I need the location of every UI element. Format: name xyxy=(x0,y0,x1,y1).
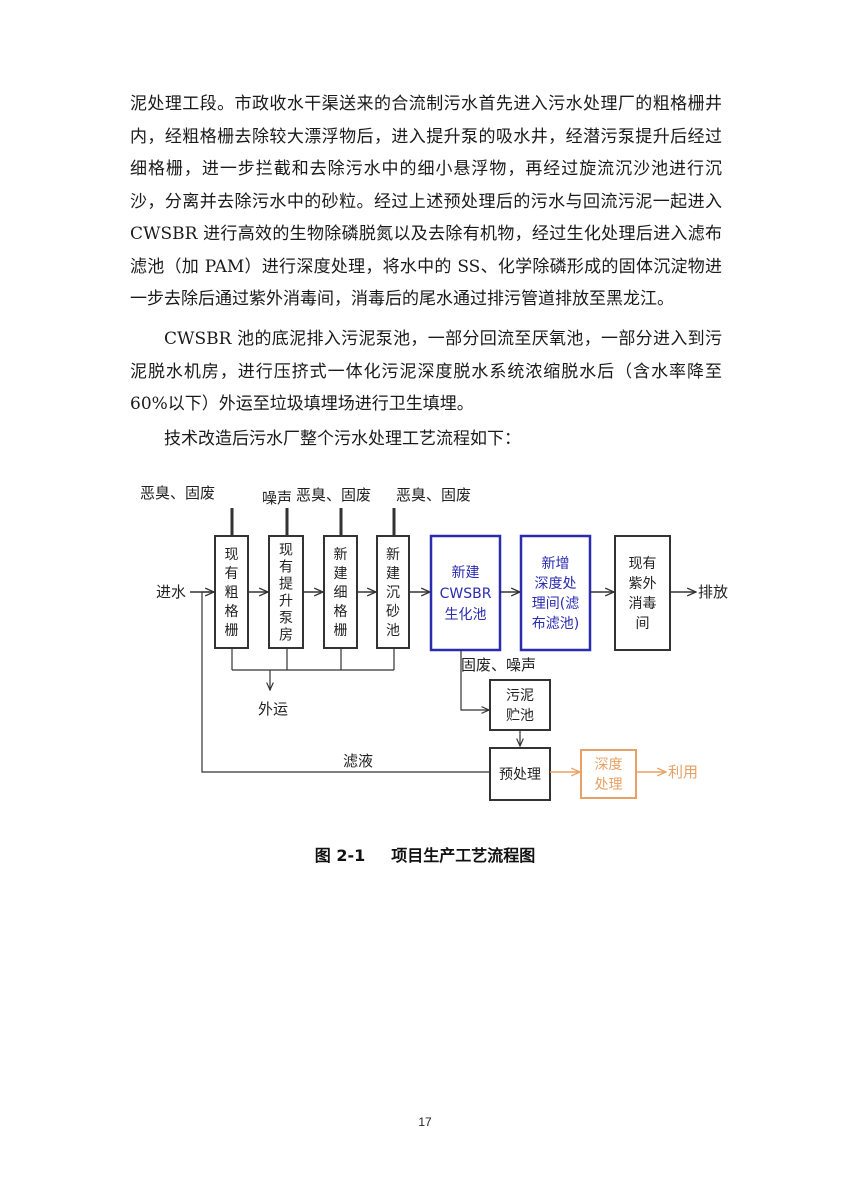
emission-label-odor-waste-2: 恶臭、固废 xyxy=(296,486,371,504)
pretreatment-label-line: 预处理 xyxy=(499,767,541,783)
lift-pump-label-line: 提 xyxy=(279,577,293,593)
sludge-tank-label-line: 污泥 xyxy=(506,688,534,704)
deep-treatment-box: 深度处理 xyxy=(580,749,637,799)
sludge-tank-label-line: 贮池 xyxy=(506,708,534,724)
advanced-treatment-label-line: 新增 xyxy=(542,556,570,572)
grit-chamber-label-line: 砂 xyxy=(386,604,400,620)
emission-stacks xyxy=(230,508,396,536)
emission-label-waste-noise: 固废、噪声 xyxy=(461,656,536,674)
fine-screen-label-line: 新 xyxy=(334,547,348,563)
figure-number: 图 2-1 xyxy=(314,846,366,865)
advanced-treatment-label-line: 理间(滤 xyxy=(532,596,579,612)
uv-disinfection-label-line: 紫外 xyxy=(629,576,657,592)
page-number: 17 xyxy=(418,1115,432,1129)
fine-screen-label-line: 细 xyxy=(334,585,348,601)
lift-pump-label-line: 有 xyxy=(279,560,293,576)
paragraph-diagram-intro: 技术改造后污水厂整个污水处理工艺流程如下： xyxy=(164,429,521,449)
paragraph-process-description: 泥处理工段。市政收水干渠送来的合流制污水首先进入污水处理厂的粗格栅井内，经粗格栅… xyxy=(130,94,722,309)
coarse-screen-label-line: 粗 xyxy=(225,585,239,601)
advanced-treatment-label-line: 布滤池) xyxy=(532,616,579,632)
emission-label-odor-waste-1: 恶臭、固废 xyxy=(140,484,215,502)
fine-screen-label-line: 建 xyxy=(334,566,348,582)
uv-disinfection-label-line: 现有 xyxy=(629,556,657,572)
deep-treatment-label-line: 深度 xyxy=(595,757,623,773)
pretreatment-box: 预处理 xyxy=(489,747,551,801)
uv-disinfection-label-line: 间 xyxy=(636,616,650,632)
lift-pump-label-line: 升 xyxy=(279,594,293,610)
cwsbr-box: 新建 CWSBR 生化池 xyxy=(429,534,502,652)
coarse-screen-label-line: 格 xyxy=(225,604,239,620)
screenings-collector xyxy=(231,648,395,690)
fine-screen-label-line: 栅 xyxy=(334,623,348,639)
figure-caption: 图 2-1 项目生产工艺流程图 xyxy=(0,842,850,866)
filtrate-label: 滤液 xyxy=(343,752,373,770)
uv-disinfection-label-line: 消毒 xyxy=(629,596,657,612)
deep-treatment-label-line: 处理 xyxy=(595,777,623,793)
coarse-screen-label-line: 有 xyxy=(225,566,239,582)
cwsbr-label-line: CWSBR xyxy=(440,586,492,602)
grit-chamber-label-line: 新 xyxy=(386,547,400,563)
grit-chamber-label-line: 沉 xyxy=(386,585,400,601)
advanced-treatment-label-line: 深度处 xyxy=(535,576,577,592)
cwsbr-label-line: 新建 xyxy=(452,565,480,581)
coarse-screen-label-line: 现 xyxy=(225,547,239,563)
lift-pump-label-line: 房 xyxy=(279,628,293,644)
transport-out-label: 外运 xyxy=(258,700,288,718)
discharge-label: 排放 xyxy=(698,583,728,601)
emission-label-odor-waste-3: 恶臭、固废 xyxy=(396,486,471,504)
fine-screen-label-line: 格 xyxy=(334,604,348,620)
grit-chamber-label-line: 建 xyxy=(386,566,400,582)
cwsbr-label-line: 生化池 xyxy=(445,607,487,623)
emission-label-noise: 噪声 xyxy=(262,489,292,507)
grit-chamber-label-line: 池 xyxy=(386,623,400,639)
paragraph-sludge-description: CWSBR 池的底泥排入污泥泵池，一部分回流至厌氧池，一部分进入到污泥脱水机房，… xyxy=(130,329,722,414)
lift-pump-label-line: 现 xyxy=(279,543,293,559)
figure-title: 项目生产工艺流程图 xyxy=(391,846,536,865)
lift-pump-label-line: 泵 xyxy=(279,611,293,627)
filtrate-return-line xyxy=(201,591,490,773)
coarse-screen-label-line: 栅 xyxy=(225,623,239,639)
utilize-label: 利用 xyxy=(668,763,698,781)
inflow-label: 进水 xyxy=(156,583,186,601)
